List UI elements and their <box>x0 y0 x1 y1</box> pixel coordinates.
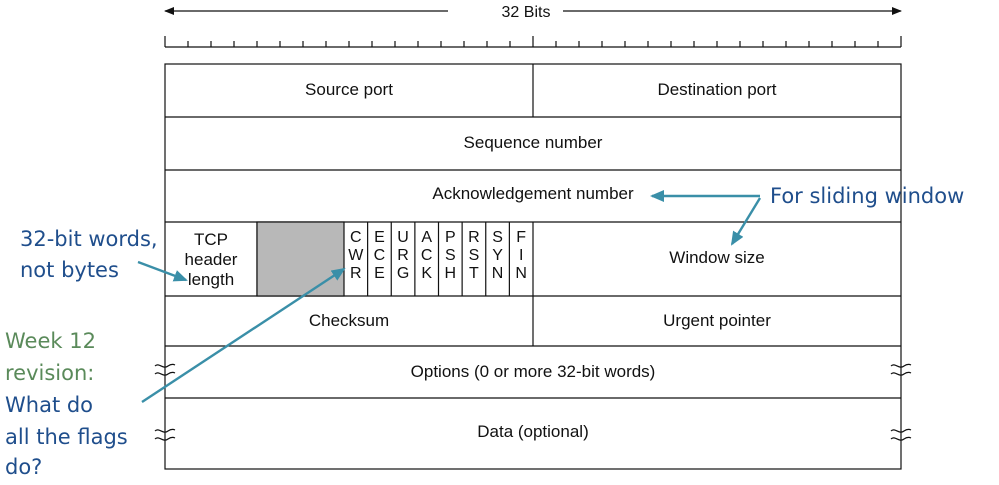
arrow-to-header-length-icon <box>137 260 188 282</box>
acknowledgement-number-field: Acknowledgement number <box>432 184 634 203</box>
checksum-field: Checksum <box>309 311 389 330</box>
sequence-number-field: Sequence number <box>464 133 603 152</box>
break-mark-icon <box>154 428 176 441</box>
bit-ruler <box>164 36 902 48</box>
flag-letter: S <box>469 247 480 264</box>
words-note-line-2: not bytes <box>20 258 119 282</box>
annotations: For sliding window 32-bit words, not byt… <box>5 184 964 479</box>
flag-letter: E <box>374 265 385 282</box>
flag-letter: W <box>348 247 364 264</box>
flags-question-line-3: do? <box>5 455 42 479</box>
break-marks <box>154 363 912 441</box>
tcp-header-length-line-3: length <box>188 270 234 289</box>
flag-letter: S <box>492 229 503 246</box>
break-mark-icon <box>154 363 176 376</box>
flag-letter: R <box>468 229 480 246</box>
flag-letter: H <box>445 265 457 282</box>
bit-width-indicator: 32 Bits <box>164 4 902 21</box>
flag-letter: N <box>492 265 504 282</box>
flag-letter: C <box>350 229 362 246</box>
flag-letter: N <box>515 265 527 282</box>
source-port-field: Source port <box>305 80 393 99</box>
week-revision-line-1: Week 12 <box>5 329 96 353</box>
words-note-line-1: 32-bit words, <box>20 227 158 251</box>
urgent-pointer-field: Urgent pointer <box>663 311 771 330</box>
data-field: Data (optional) <box>477 422 589 441</box>
arrow-to-flags-icon <box>141 267 346 404</box>
flag-letter: T <box>469 265 479 282</box>
flag-letter: E <box>374 229 385 246</box>
flags-question-line-1: What do <box>5 393 93 417</box>
week-revision-line-2: revision: <box>5 361 94 385</box>
flag-letter: R <box>350 265 362 282</box>
sliding-window-note: For sliding window <box>770 184 964 208</box>
flag-letter: A <box>421 229 432 246</box>
options-field: Options (0 or more 32-bit words) <box>411 362 656 381</box>
flag-letter: S <box>445 247 456 264</box>
bit-width-label: 32 Bits <box>502 4 551 21</box>
flag-letter: P <box>445 229 456 246</box>
destination-port-field: Destination port <box>657 80 776 99</box>
flag-letter: I <box>519 247 523 264</box>
tcp-header-length-line-2: header <box>185 250 238 269</box>
flag-letter: U <box>397 229 409 246</box>
flag-letter: C <box>374 247 386 264</box>
flag-letter: C <box>421 247 433 264</box>
window-size-field: Window size <box>669 248 764 267</box>
break-mark-icon <box>890 363 912 376</box>
flag-letter: G <box>397 265 409 282</box>
break-mark-icon <box>890 428 912 441</box>
flag-letter: F <box>516 229 526 246</box>
flag-letter: R <box>397 247 409 264</box>
tcp-header-length-line-1: TCP <box>194 230 228 249</box>
flag-letter: K <box>421 265 432 282</box>
flag-letter: Y <box>492 247 503 264</box>
reserved-bits-block <box>256 221 345 297</box>
flags-question-line-2: all the flags <box>5 425 128 449</box>
arrow-to-window-icon <box>730 197 762 246</box>
